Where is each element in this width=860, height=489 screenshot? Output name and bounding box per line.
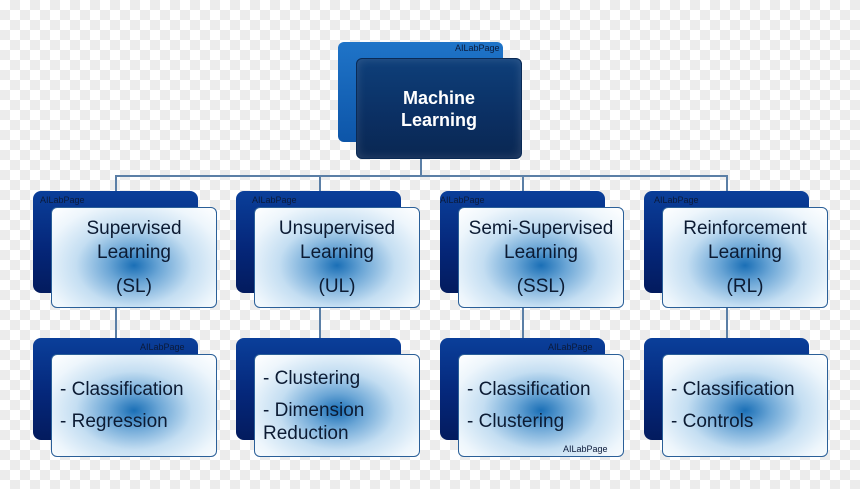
connector-rl-list <box>726 306 728 340</box>
category-title-line2: Learning <box>708 241 782 263</box>
list-item: - Dimension <box>263 399 365 421</box>
category-node-supervised: Supervised Learning (SL) <box>51 207 217 308</box>
list-item: - Classification <box>467 378 591 400</box>
watermark-label: AILabPage <box>440 195 485 205</box>
connector-ul <box>319 175 321 193</box>
category-title-line2: Learning <box>97 241 171 263</box>
root-title-line2: Learning <box>400 109 477 130</box>
methods-list-supervised: - Classification - Regression <box>51 354 217 457</box>
watermark-label: AILabPage <box>40 195 85 205</box>
category-abbreviation: (SL) <box>116 275 152 297</box>
watermark-label: AILabPage <box>548 342 593 352</box>
category-abbreviation: (SSL) <box>516 275 566 297</box>
list-item: - Clustering <box>263 367 361 389</box>
connector-sl <box>115 175 117 193</box>
list-item: - Controls <box>671 410 754 432</box>
watermark-label: AILabPage <box>455 43 500 53</box>
watermark-label: AILabPage <box>140 342 185 352</box>
connector-horizontal <box>115 175 728 177</box>
connector-root-down <box>420 158 422 176</box>
category-abbreviation: (RL) <box>726 275 764 297</box>
category-node-unsupervised: Unsupervised Learning (UL) <box>254 207 420 308</box>
connector-rl <box>726 175 728 193</box>
methods-list-unsupervised: - Clustering - Dimension Reduction <box>254 354 420 457</box>
category-title-line1: Semi-Supervised <box>468 217 614 239</box>
watermark-label: AILabPage <box>654 195 699 205</box>
connector-ssl-list <box>522 306 524 340</box>
connector-ul-list <box>319 306 321 340</box>
root-node-machine-learning: Machine Learning <box>356 58 522 159</box>
list-item: - Regression <box>60 410 168 432</box>
category-title-line1: Reinforcement <box>683 217 807 239</box>
methods-list-semi-supervised: - Classification - Clustering <box>458 354 624 457</box>
category-node-reinforcement: Reinforcement Learning (RL) <box>662 207 828 308</box>
list-item: - Classification <box>60 378 184 400</box>
category-title-line2: Learning <box>300 241 374 263</box>
category-title-line2: Learning <box>504 241 578 263</box>
category-abbreviation: (UL) <box>318 275 356 297</box>
connector-sl-list <box>115 306 117 340</box>
root-title-line1: Machine <box>402 87 476 108</box>
list-item: Reduction <box>263 422 349 444</box>
methods-list-reinforcement: - Classification - Controls <box>662 354 828 457</box>
category-node-semi-supervised: Semi-Supervised Learning (SSL) <box>458 207 624 308</box>
watermark-label: AILabPage <box>252 195 297 205</box>
category-title-line1: Supervised <box>86 217 182 239</box>
list-item: - Clustering <box>467 410 565 432</box>
category-title-line1: Unsupervised <box>278 217 396 239</box>
connector-ssl <box>522 175 524 193</box>
watermark-label: AILabPage <box>563 444 608 454</box>
list-item: - Classification <box>671 378 795 400</box>
